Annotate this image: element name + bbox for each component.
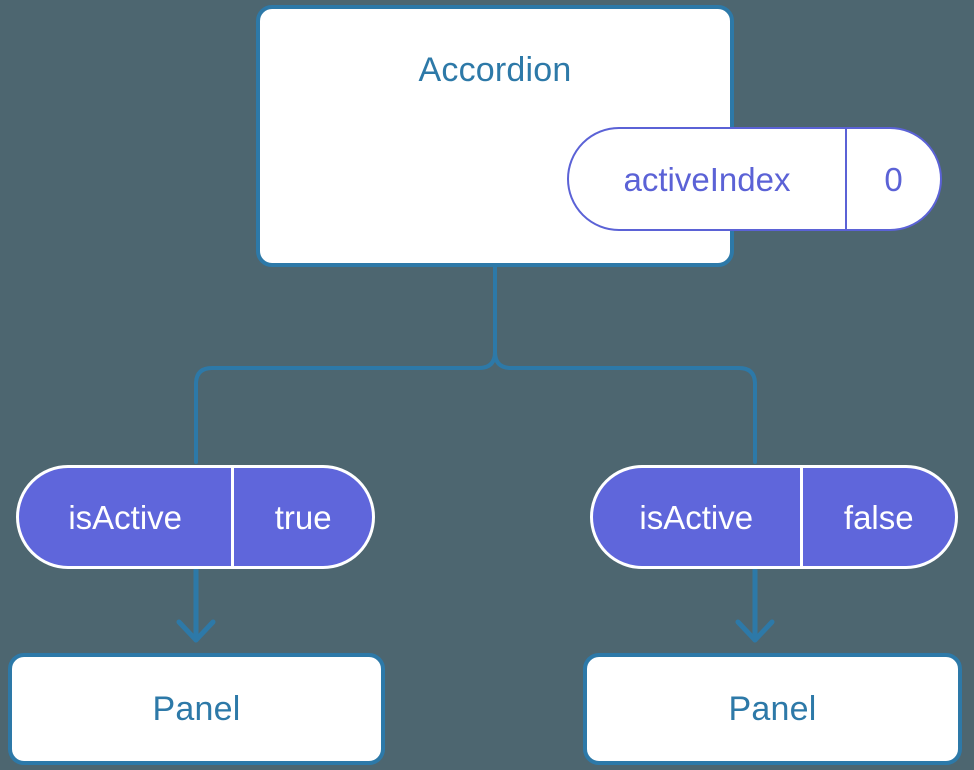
arrow-head-right-icon	[735, 619, 775, 643]
prop-pill-value: true	[274, 498, 332, 536]
state-pill-value: 0	[884, 160, 903, 198]
component-title-accordion: Accordion	[418, 51, 572, 89]
connector-root-to-left-pill	[194, 265, 497, 464]
component-title-panel-right: Panel	[728, 690, 817, 728]
component-node-accordion[interactable]: Accordion activeIndex 0	[256, 5, 942, 267]
component-node-panel-right[interactable]: Panel	[583, 653, 962, 765]
prop-pill-key: isActive	[593, 468, 803, 566]
prop-pill-isactive-true[interactable]: isActive true	[16, 465, 375, 569]
state-pill-key: activeIndex	[569, 129, 848, 229]
connector-root-to-right-pill	[493, 265, 757, 464]
component-title-panel-left: Panel	[152, 690, 241, 728]
prop-pill-isactive-false[interactable]: isActive false	[590, 465, 958, 569]
prop-pill-value: false	[843, 498, 914, 536]
state-pill-activeindex[interactable]: activeIndex 0	[567, 127, 942, 231]
component-node-panel-left[interactable]: Panel	[8, 653, 385, 765]
prop-pill-key: isActive	[19, 468, 235, 566]
arrow-head-left-icon	[176, 619, 216, 643]
